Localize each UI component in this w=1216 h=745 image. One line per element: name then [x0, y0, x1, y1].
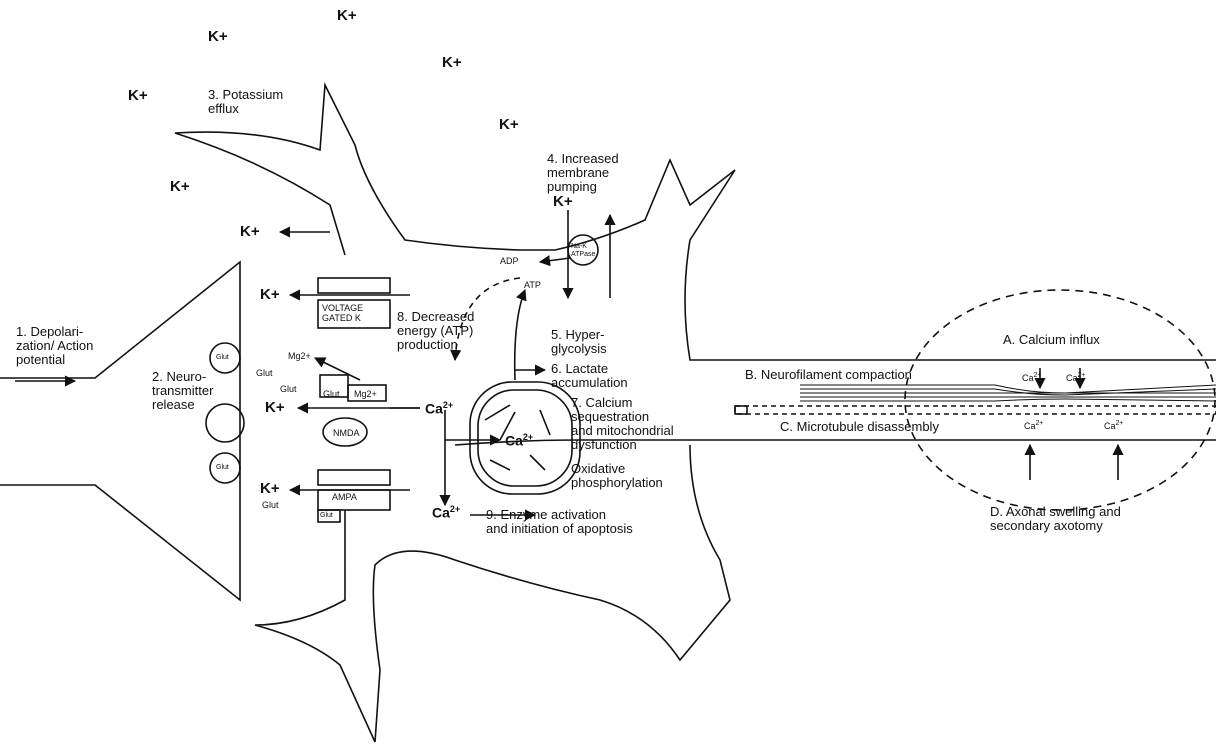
- mg-label-free: Mg2+: [288, 351, 311, 361]
- glut-label-ampa: Glut: [320, 512, 333, 520]
- label-c-microtubule: C. Microtubule disassembly: [780, 420, 939, 434]
- k-efflux-label: K+: [240, 224, 260, 240]
- voltage-gated-k-label: VOLTAGE GATED K: [322, 303, 363, 323]
- glut-label-free-1: Glut: [256, 368, 273, 378]
- oxidative-phosphorylation: Oxidative phosphorylation: [571, 462, 663, 490]
- k-ion-2: K+: [208, 29, 228, 45]
- atp-label: ATP: [524, 280, 541, 290]
- label-a-calcium-influx: A. Calcium influx: [1003, 333, 1100, 347]
- k-ampa-label: K+: [260, 481, 280, 497]
- step-7-calcium-sequestration: 7. Calcium sequestration and mitochondri…: [571, 396, 674, 452]
- glut-label-nmda: Glut: [323, 389, 340, 399]
- step-1-depolarization: 1. Depolari- zation/ Action potential: [16, 325, 93, 367]
- nmda-label: NMDA: [333, 428, 360, 438]
- k-ion-6: K+: [170, 179, 190, 195]
- step-3-potassium-efflux: 3. Potassium efflux: [208, 88, 283, 116]
- step-8-decreased-energy: 8. Decreased energy (ATP) production: [397, 310, 474, 352]
- k-voltage-label: K+: [260, 287, 280, 303]
- k-ion-5: K+: [499, 117, 519, 133]
- step-6-lactate: 6. Lactate accumulation: [551, 362, 628, 390]
- ampa-channel-top: [318, 470, 390, 485]
- glut-label-free-3: Glut: [262, 500, 279, 510]
- ampa-label: AMPA: [332, 492, 357, 502]
- k-pump-label: K+: [553, 194, 573, 210]
- microtubule: [735, 406, 1216, 414]
- step-2-neurotransmitter: 2. Neuro- transmitter release: [152, 370, 213, 412]
- k-ion-3: K+: [442, 55, 462, 71]
- ca-label-enzyme: Ca2+: [432, 504, 460, 520]
- voltage-channel-top: [318, 278, 390, 293]
- step-5-hyperglycolysis: 5. Hyper- glycolysis: [551, 328, 607, 356]
- glut-label-vesicle-1: Glut: [216, 354, 229, 362]
- microtubule-end: [735, 406, 747, 414]
- ca-axon-3: Ca2+: [1024, 420, 1044, 431]
- adp-label: ADP: [500, 256, 519, 266]
- ca-axon-2: Ca2+: [1066, 372, 1086, 383]
- k-ion-4: K+: [128, 88, 148, 104]
- axon-lower-membrane: [455, 440, 1216, 445]
- k-ion-1: K+: [337, 8, 357, 24]
- ca-axon-4: Ca2+: [1104, 420, 1124, 431]
- k-nmda-label: K+: [265, 400, 285, 416]
- glut-label-free-2: Glut: [280, 384, 297, 394]
- step-9-enzyme-activation: 9. Enzyme activation and initiation of a…: [486, 508, 633, 536]
- mg-label-bound: Mg2+: [354, 389, 377, 399]
- glut-label-vesicle-3: Glut: [216, 464, 229, 472]
- label-b-neurofilament: B. Neurofilament compaction: [745, 368, 912, 382]
- na-k-atpase-label: Na-K ATPase: [571, 243, 595, 259]
- label-d-axonal-swelling: D. Axonal swelling and secondary axotomy: [990, 505, 1121, 533]
- ca-label-nmda: Ca2+: [425, 400, 453, 416]
- step-4-membrane-pumping: 4. Increased membrane pumping: [547, 152, 619, 194]
- ca-label-mito: Ca2+: [505, 432, 533, 448]
- neurofilaments: [800, 385, 1216, 401]
- presynaptic-terminal: [0, 262, 240, 600]
- ca-axon-1: Ca2+: [1022, 372, 1042, 383]
